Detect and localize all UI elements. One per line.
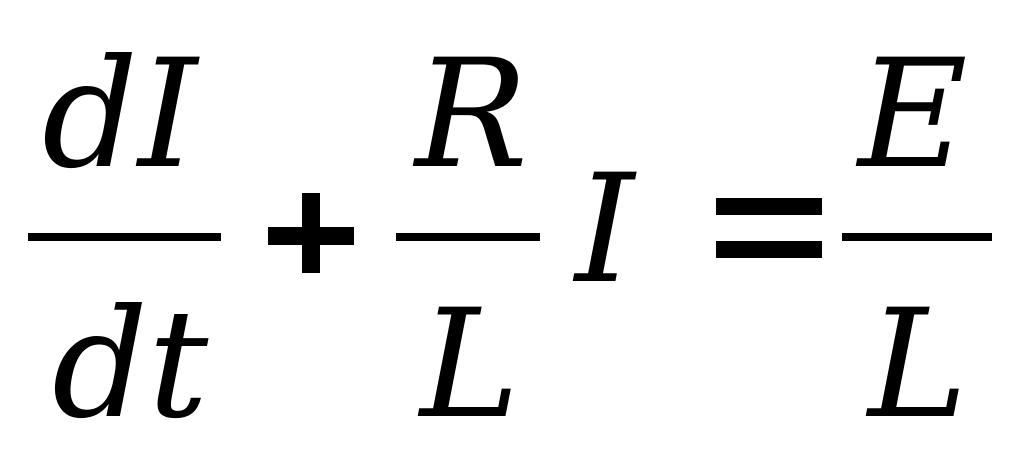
plus-vertical-stroke	[302, 193, 320, 273]
fraction-1-numerator: dI	[42, 28, 198, 202]
fraction-2-bar	[396, 233, 540, 241]
equals-top-stroke	[716, 198, 822, 215]
fraction-1-bar	[28, 233, 221, 241]
current-variable: I	[575, 143, 635, 317]
fraction-3-numerator: E	[858, 28, 968, 202]
equals-bottom-stroke	[716, 241, 822, 258]
fraction-2-denominator: L	[420, 278, 520, 452]
fraction-3-denominator: L	[868, 278, 968, 452]
fraction-1-denominator: dt	[52, 278, 209, 452]
fraction-3-bar	[842, 233, 992, 241]
fraction-2-numerator: R	[415, 28, 528, 202]
